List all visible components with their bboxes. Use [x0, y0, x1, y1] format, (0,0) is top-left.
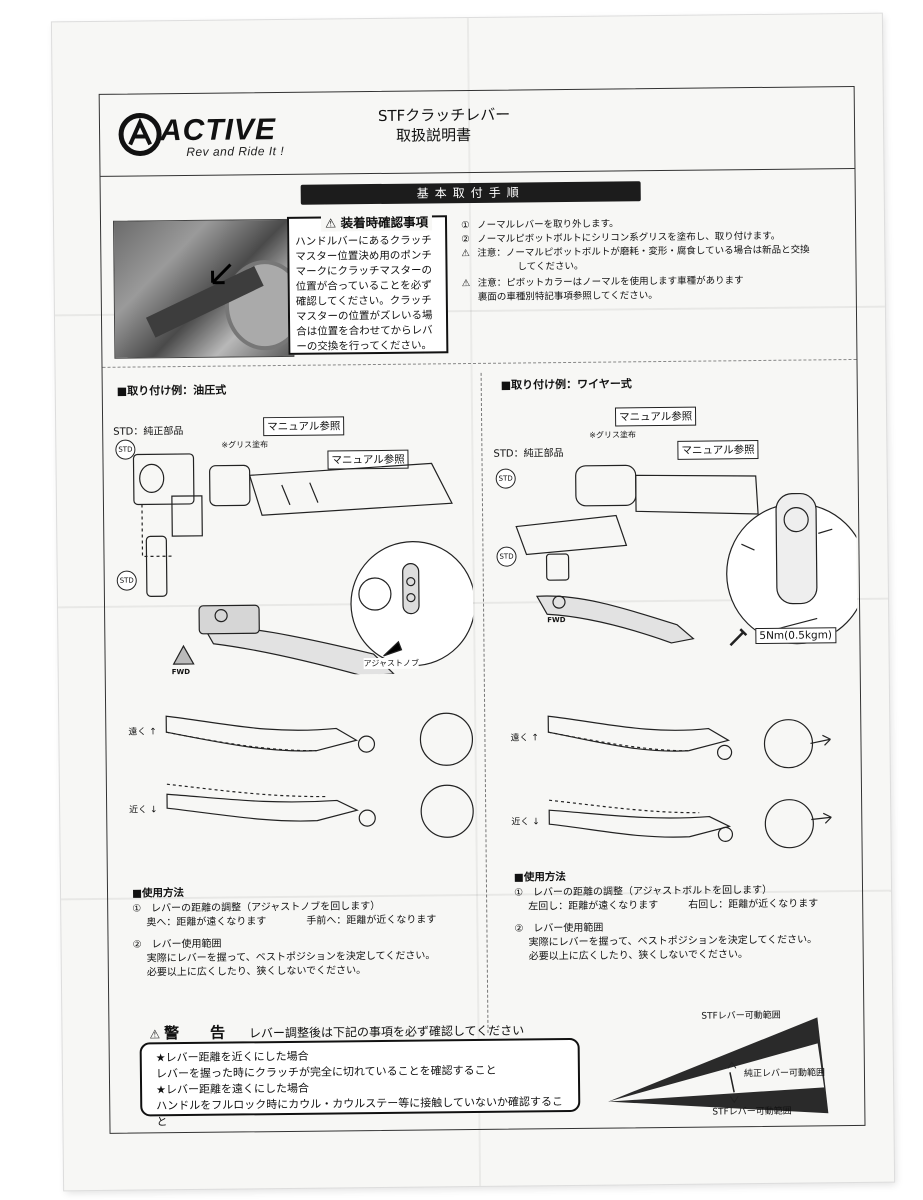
- clutch-master-photo: [112, 218, 306, 359]
- warning-triangle-icon: ⚠: [461, 278, 471, 290]
- notice-title: ⚠ 装着時確認事項: [320, 211, 433, 232]
- warning-triangle-icon: ⚠: [149, 1027, 165, 1042]
- document-frame: ACTIVE Rev and Ride It ! STFクラッチレバー 取扱説明…: [98, 85, 866, 1134]
- lever-far-label-right: 遠く ↑: [510, 733, 539, 744]
- notice-body: ハンドルバーにあるクラッチマスター位置決め用のポンチマークにクラッチマスターの位…: [295, 234, 433, 353]
- notice-box: ハンドルバーにあるクラッチマスター位置決め用のポンチマークにクラッチマスターの位…: [286, 215, 449, 355]
- step-number: ②: [461, 234, 470, 246]
- left-usage: ■使用方法 ① レバーの距離の調整（アジャストノブを回します） 奥へ：距離が遠く…: [132, 883, 483, 981]
- adjust-knob-label: アジャストノブ: [363, 657, 419, 670]
- warning-triangle-icon: ⚠: [461, 248, 470, 260]
- usage-heading: ■使用方法: [131, 887, 185, 900]
- caution-text: 注意：ピボットカラーはノーマルを使用します車種があります: [477, 275, 744, 289]
- warning-line: ハンドルをフルロック時にカウル・カウルステー等に接触していないか確認すること: [156, 1095, 563, 1129]
- usage-detail: 必要以上に広くしたり、狭くしないでください。: [528, 949, 749, 963]
- right-lever-adjust-diagram: [547, 715, 832, 849]
- range-wedge-diagram: [608, 1017, 829, 1114]
- left-example-title: ■取り付け例：油圧式: [116, 383, 227, 398]
- notice-title-text: 装着時確認事項: [340, 214, 429, 231]
- lever-far-text: 遠く: [128, 727, 147, 738]
- lever-far-text: 遠く: [510, 733, 529, 744]
- section-title: 基本取付手順: [300, 181, 641, 205]
- lever-near-text: 近く: [129, 805, 148, 816]
- document-title: STFクラッチレバー 取扱説明書: [378, 105, 511, 146]
- section-divider: [102, 358, 857, 368]
- lever-near-label-left: 近く ↓: [129, 805, 158, 816]
- title-line-1: STFクラッチレバー: [377, 105, 511, 125]
- right-example-title: ■取り付け例：ワイヤー式: [500, 377, 632, 392]
- header: ACTIVE Rev and Ride It ! STFクラッチレバー 取扱説明…: [99, 86, 855, 177]
- warning-subtitle: レバー調整後は下記の事項を必ず確認してください: [248, 1023, 525, 1041]
- hydraulic-install-diagram: [132, 453, 474, 677]
- stf-range-label-top: STFレバー可動範囲: [701, 1010, 781, 1022]
- usage-detail: 左回し：距離が遠くなります 右回し：距離が近くなります: [528, 898, 819, 913]
- title-line-2: 取扱説明書: [396, 125, 472, 145]
- fwd-marker: FWD: [171, 667, 191, 677]
- instruction-sheet: ACTIVE Rev and Ride It ! STFクラッチレバー 取扱説明…: [51, 13, 895, 1191]
- caution-text: 裏面の車種別特記事項参照してください。: [477, 290, 658, 303]
- step-text: ノーマルレバーを取り外します。: [476, 218, 619, 231]
- step-number: ①: [461, 220, 470, 232]
- caution-text: してください。: [517, 260, 584, 273]
- lever-range-figure: STFレバー可動範囲 純正レバー可動範囲 STFレバー可動範囲: [601, 1007, 852, 1120]
- lever-near-label-right: 近く ↓: [511, 817, 540, 828]
- warning-title: 警 告: [163, 1023, 234, 1043]
- lever-far-label-left: 遠く ↑: [128, 727, 157, 738]
- right-usage: ■使用方法 ① レバーの距離の調整（アジャストボルトを回します） 左回し：距離が…: [514, 867, 860, 965]
- warning-box: ★レバー距離を近くにした場合 レバーを握った時にクラッチが完全に切れていることを…: [139, 1037, 581, 1128]
- brand-logo: ACTIVE Rev and Ride It !: [118, 110, 359, 163]
- usage-detail: 奥へ：距離が遠くなります 手前へ：距離が近くなります: [146, 914, 437, 929]
- wire-install-diagram: [515, 464, 858, 645]
- brand-tagline: Rev and Ride It !: [186, 143, 285, 159]
- right-manual-ref-1: マニュアル参照: [614, 406, 697, 427]
- arrow-icon: [211, 263, 232, 285]
- stf-range-label-bottom: STFレバー可動範囲: [712, 1106, 792, 1118]
- active-logo-icon: [118, 112, 162, 156]
- bolt-icon: [729, 628, 748, 647]
- stock-range-label: 純正レバー可動範囲: [743, 1068, 826, 1080]
- usage-heading: ■使用方法: [513, 871, 566, 884]
- brand-name: ACTIVE: [159, 113, 277, 148]
- fwd-marker: FWD: [547, 616, 566, 625]
- warning-triangle-icon: ⚠: [324, 215, 337, 231]
- left-lever-adjust-diagram: [165, 712, 474, 838]
- torque-spec: 5Nm(0.5kgm): [755, 627, 837, 645]
- lever-near-text: 近く: [511, 817, 530, 828]
- usage-detail: 必要以上に広くしたり、狭くしないでください。: [146, 965, 367, 979]
